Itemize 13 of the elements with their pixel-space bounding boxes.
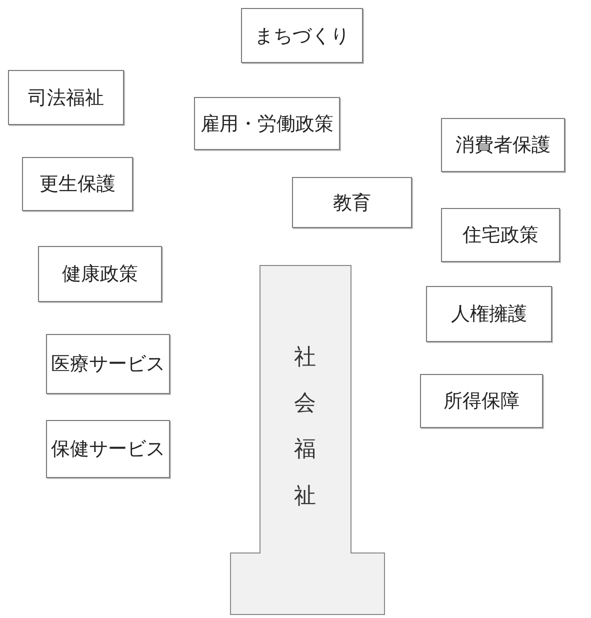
label-box: まちづくり (241, 8, 363, 63)
label-box: 人権擁護 (426, 286, 552, 342)
label-box: 雇用・労働政策 (194, 97, 340, 150)
vertical-title: 社会福祉 (294, 344, 316, 511)
label-box: 健康政策 (38, 246, 162, 302)
label-box: 消費者保護 (441, 118, 565, 172)
label-box: 住宅政策 (441, 208, 560, 262)
label-box: 司法福祉 (8, 70, 124, 125)
label-box: 教育 (292, 177, 412, 228)
label-box: 更生保護 (22, 157, 133, 211)
label-box: 保健サービス (46, 420, 170, 478)
label-box: 所得保障 (420, 374, 543, 428)
label-box: 医療サービス (46, 334, 170, 394)
